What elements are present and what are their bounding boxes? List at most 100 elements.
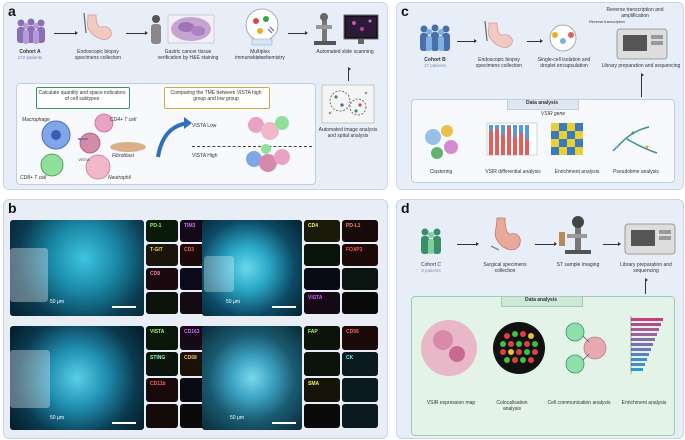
marker-label: TIM3	[184, 223, 196, 229]
scale-bar	[272, 422, 296, 424]
cohort-c-title: Cohort C	[420, 262, 441, 268]
flow-arrow-down	[645, 278, 648, 294]
analysis-plots	[425, 122, 658, 159]
channel-tile	[304, 220, 340, 242]
tme-cells-illustration	[40, 113, 146, 180]
step-rt-small: Reverse transcription	[589, 20, 625, 24]
cohort-a-title: Cohort A	[19, 49, 41, 55]
marker-label: PD-L1	[346, 223, 361, 229]
flow-arrow	[603, 242, 621, 246]
inset-3	[10, 350, 50, 408]
droplet-encapsulation-icon	[549, 24, 577, 52]
sequencer-icon	[624, 223, 676, 255]
step-scanning: Automated slide scanning	[316, 49, 374, 55]
step-image-analysis: Automated image analysis and spital anal…	[318, 127, 378, 139]
inset-2	[204, 256, 234, 292]
step-mihc-panels: ×4 panels	[250, 55, 270, 60]
label-macrophage: Macrophage	[22, 117, 50, 123]
cohort-people-icon	[421, 228, 441, 254]
channel-tile	[146, 244, 178, 266]
step-surgical: Surgical specimens collection	[483, 262, 527, 274]
channel-tile	[342, 326, 378, 350]
panel-b: b 50 μm PD-1 T-GIT CD3 TIM3 CD8 50 μm CD…	[3, 199, 388, 439]
flow-arrow	[288, 31, 308, 35]
marker-label: CD163	[184, 329, 200, 335]
mihc-image-2	[202, 220, 302, 316]
spatial-analysis-icon	[321, 84, 375, 124]
channel-tile	[304, 244, 340, 266]
analysis-enrichment: Enrichment analysis	[554, 169, 600, 175]
step-he: Gastric cancer tissue verification by H&…	[157, 49, 219, 61]
channel-tile	[146, 352, 178, 376]
cohort-a-sub: 172 patients	[17, 55, 43, 60]
step-rt-amp: Reverse transcription and amplification	[606, 7, 664, 19]
channel-tile	[342, 268, 378, 290]
st-imaging-icon	[559, 216, 591, 254]
marker-label: T-GIT	[150, 247, 163, 253]
label-vista: VISTA	[78, 157, 90, 162]
cohort-people-icon	[420, 24, 450, 51]
marker-label: CK	[346, 355, 354, 361]
label-cd8: CD8+ T cell	[20, 175, 47, 181]
channel-tile	[342, 352, 378, 376]
step-st-imaging: ST sample imaging	[556, 262, 600, 268]
channel-tile	[304, 404, 340, 428]
channel-tile	[342, 404, 378, 428]
compare-box	[164, 87, 270, 109]
sequencer-icon	[616, 28, 668, 60]
surgical-stomach-icon	[490, 217, 521, 251]
cohort-people-icon	[17, 18, 45, 44]
cohort-c-sub: 3 patients	[421, 268, 441, 273]
vista-low-label: VISTA Low	[192, 123, 217, 129]
channel-tile	[342, 378, 378, 402]
analysis-vsir-differential: VSIR differential analysis	[485, 169, 541, 175]
marker-label: PD-1	[150, 223, 162, 229]
cohort-b-title: Cohort B	[424, 57, 446, 63]
marker-label: SMA	[308, 381, 320, 387]
marker-label: CD3	[184, 247, 195, 253]
channel-tile	[146, 378, 178, 402]
panel-d: d Cohort C 3 patients Surgical specimens…	[396, 199, 684, 439]
marker-label: FAP	[308, 329, 318, 335]
data-analysis-title: Data analysis	[526, 100, 558, 106]
analysis-clustering: Clustering	[429, 169, 453, 175]
mihc-image-3	[10, 326, 144, 430]
compare-box-text: Comparing the TME between VISTA high gro…	[170, 90, 262, 102]
scale-label: 50 μm	[50, 299, 64, 305]
step-mihc: Multiplex immunohistochemistry	[235, 49, 285, 61]
analysis-colocalisation: Colocalisation analysis	[496, 400, 528, 412]
endoscope-stomach-icon	[83, 13, 112, 40]
step-library: Library preparation and sequencing	[601, 63, 681, 69]
label-cd4: CD4+ T cell	[110, 117, 137, 123]
vsir-gene-label: VSIR gene	[540, 111, 566, 117]
channel-tile	[146, 292, 178, 314]
data-analysis-title: Data analysis	[525, 297, 557, 303]
scale-label: 50 μm	[50, 415, 64, 421]
analysis-cell-communication: Cell communication analysis	[547, 400, 611, 406]
scale-label: 50 μm	[226, 299, 240, 305]
flow-arrow	[54, 31, 78, 35]
channel-tile	[146, 268, 178, 290]
vista-groups-illustration	[246, 116, 290, 172]
channel-tile	[304, 378, 340, 402]
step-biopsy: Endoscopic biopsy specimens collection	[475, 57, 523, 69]
step-biopsy: Endoscopic biopsy specimens collection	[74, 49, 122, 61]
marker-label: CD56	[346, 329, 359, 335]
multiplex-antibody-icon	[245, 8, 279, 46]
curved-arrow-icon	[156, 117, 192, 158]
marker-label: FOXP3	[346, 247, 363, 253]
flow-arrow	[126, 31, 148, 35]
flow-arrow	[535, 242, 557, 246]
step-single-cell: Single-cell isolation and droplet encaps…	[537, 57, 591, 69]
flow-arrow	[527, 39, 543, 43]
panel-label-a: a	[8, 3, 16, 19]
step-library-d: Library preparation and sequencing	[620, 262, 672, 274]
marker-label: VISTA	[308, 295, 323, 301]
endoscope-stomach-icon	[484, 21, 513, 48]
channel-tile	[146, 404, 178, 428]
analysis-enrichment-d: Enrichment analysis	[621, 400, 667, 406]
marker-label: CD11b	[150, 381, 166, 387]
scale-bar	[272, 306, 296, 308]
scanner-icon	[314, 13, 379, 45]
channel-tile	[304, 326, 340, 350]
